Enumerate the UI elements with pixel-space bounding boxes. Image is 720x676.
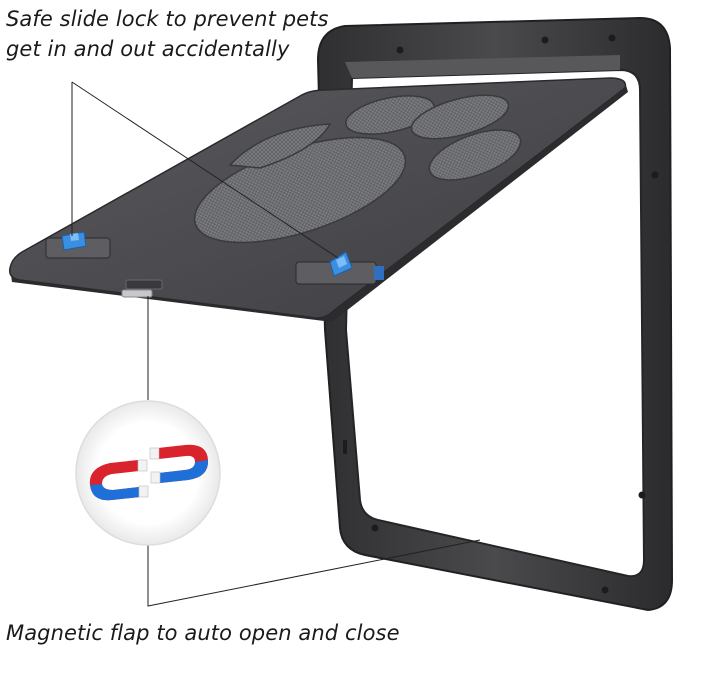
door-flap xyxy=(8,77,628,322)
magnetic-strip xyxy=(121,289,153,298)
paw-mesh-windows xyxy=(193,94,522,244)
magnet-callout xyxy=(75,400,221,546)
slide-lock-caption: Safe slide lock to prevent pets get in a… xyxy=(6,7,329,61)
slide-lock-right xyxy=(295,251,384,285)
magnetic-flap-caption: Magnetic flap to auto open and close xyxy=(6,621,400,645)
callout-lines xyxy=(71,81,481,607)
magnet-icon xyxy=(89,444,209,501)
